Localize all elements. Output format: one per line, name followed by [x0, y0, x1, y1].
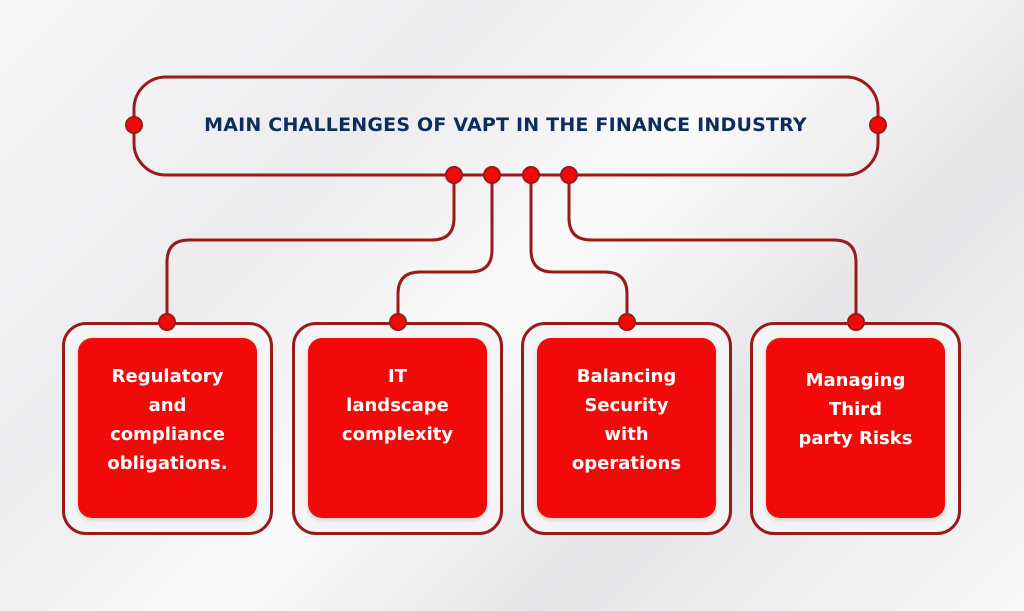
card-text: Regulatory — [111, 366, 224, 387]
node-dot — [522, 166, 540, 184]
card-text: IT — [388, 366, 407, 387]
card-text: operations — [571, 453, 682, 474]
card-text: Balancing — [576, 366, 677, 387]
challenge-box-it-landscape: IT landscape complexity — [292, 322, 503, 535]
node-dot — [869, 116, 887, 134]
node-dot — [483, 166, 501, 184]
card-text: and — [148, 395, 187, 416]
challenge-box-third-party: Managing Third party Risks — [750, 322, 961, 535]
card-text: with — [604, 424, 649, 445]
node-dot — [125, 116, 143, 134]
card-text: obligations. — [107, 453, 228, 474]
challenge-box-balancing-security: Balancing Security with operations — [521, 322, 732, 535]
node-dot — [445, 166, 463, 184]
challenge-card: Managing Third party Risks — [766, 338, 945, 518]
node-dot — [560, 166, 578, 184]
connector-2 — [396, 175, 494, 322]
card-text: party Risks — [798, 428, 913, 449]
card-text: Third — [828, 399, 883, 420]
card-text: Managing — [805, 370, 906, 391]
card-text: Security — [584, 395, 669, 416]
challenge-card: Regulatory and compliance obligations. — [78, 338, 257, 518]
card-text: complexity — [341, 424, 454, 445]
card-text: landscape — [346, 395, 449, 416]
diagram-title: MAIN CHALLENGES OF VAPT IN THE FINANCE I… — [204, 114, 807, 136]
challenge-box-regulatory: Regulatory and compliance obligations. — [62, 322, 273, 535]
connector-4 — [567, 175, 858, 322]
card-text: compliance — [110, 424, 225, 445]
connector-3 — [529, 175, 629, 322]
connector-1 — [165, 175, 456, 322]
challenge-card: Balancing Security with operations — [537, 338, 716, 518]
challenge-card: IT landscape complexity — [308, 338, 487, 518]
